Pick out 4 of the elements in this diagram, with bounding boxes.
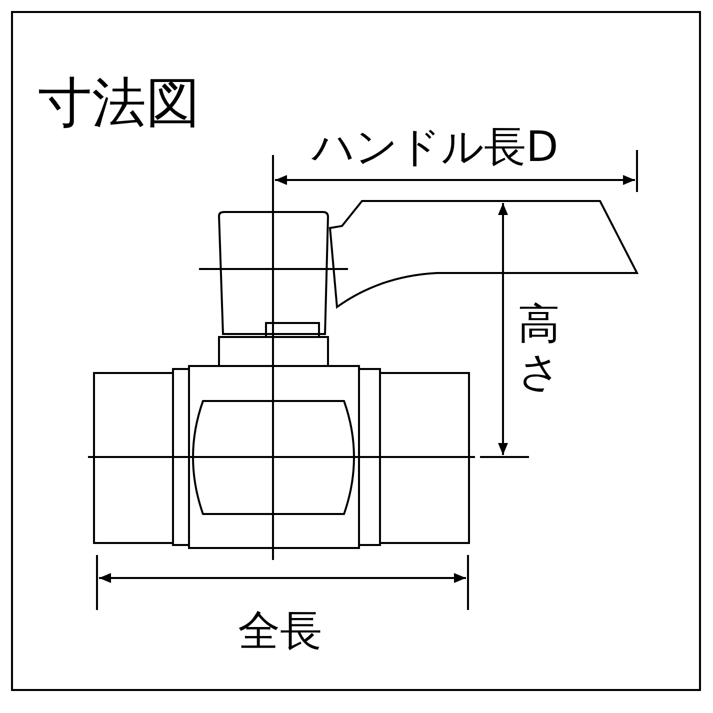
dimension-label: ハンドル長D — [312, 126, 558, 168]
dimension-label: 全長 — [238, 610, 322, 652]
title: 寸法図 — [38, 76, 200, 130]
dimension-label: 高さ — [518, 300, 560, 397]
